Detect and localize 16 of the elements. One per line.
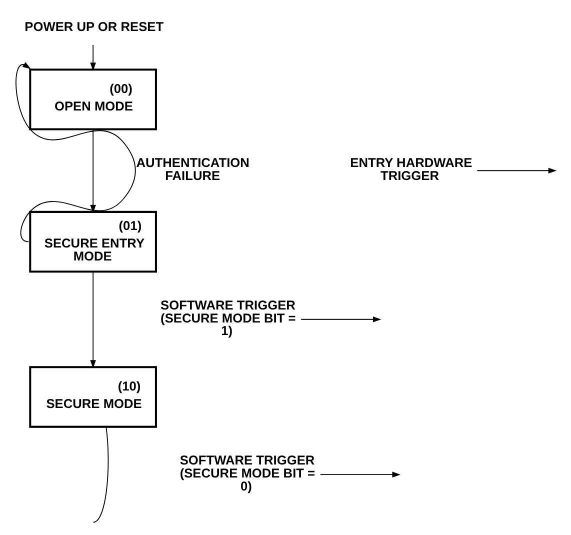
node-text: ENTRY HARDWARE TRIGGER [350,155,472,183]
connector [92,426,108,523]
arrow [15,62,136,242]
node-text: POWER UP OR RESET [24,18,164,34]
arrow [90,129,96,214]
arrow [476,168,556,174]
arrow [90,44,96,71]
arrow [319,472,400,478]
arrow [90,271,96,368]
edge-label: AUTHENTICATION FAILURE [136,155,249,183]
node-text: SOFTWARE TRIGGER (SECURE MODE BIT = 0) [179,452,315,494]
node-box: (01) SECURE ENTRY MODE [28,210,156,273]
arrow [300,316,381,322]
node-text: SOFTWARE TRIGGER (SECURE MODE BIT = 1) [160,297,296,338]
node-box: (10) SECURE MODE [28,366,156,428]
node-box: (00) OPEN MODE [28,68,156,130]
